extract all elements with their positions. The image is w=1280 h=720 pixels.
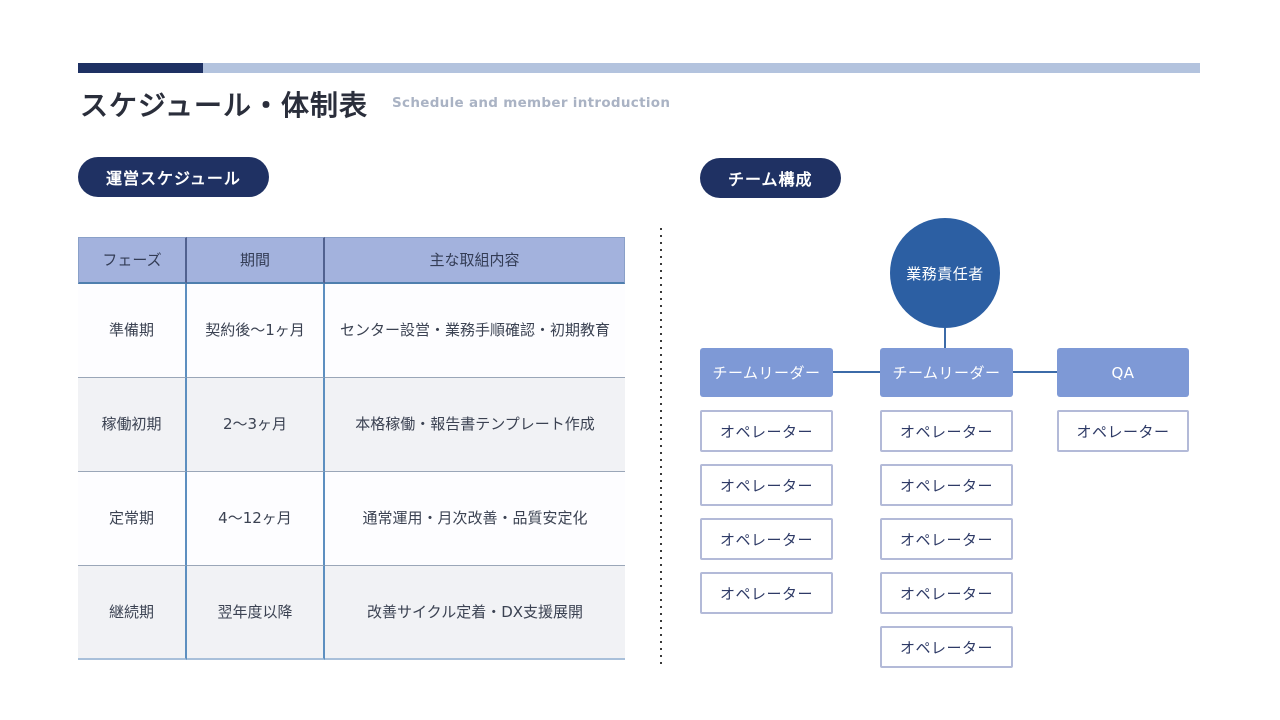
table-header-cell: フェーズ xyxy=(78,237,187,284)
leader-box: QA xyxy=(1057,348,1189,397)
table-cell: センター設営・業務手順確認・初期教育 xyxy=(325,284,625,378)
operator-box: オペレーター xyxy=(700,464,833,506)
top-accent-bar xyxy=(78,63,1200,73)
page-title: スケジュール・体制表 xyxy=(80,89,369,122)
top-accent-bar-dark-segment xyxy=(78,63,203,73)
connector-line-vertical xyxy=(944,328,946,350)
table-cell: 4〜12ヶ月 xyxy=(187,472,325,566)
leader-box: チームリーダー xyxy=(700,348,833,397)
connector-line-right xyxy=(1013,371,1057,373)
table-cell: 稼働初期 xyxy=(78,378,187,472)
table-cell: 継続期 xyxy=(78,566,187,660)
table-cell: 翌年度以降 xyxy=(187,566,325,660)
operator-box: オペレーター xyxy=(700,518,833,560)
operator-box: オペレーター xyxy=(700,410,833,452)
org-root-circle: 業務責任者 xyxy=(890,218,1000,328)
table-cell: 定常期 xyxy=(78,472,187,566)
schedule-table: フェーズ期間主な取組内容準備期契約後〜1ヶ月センター設営・業務手順確認・初期教育… xyxy=(78,237,625,660)
connector-line-left xyxy=(833,371,880,373)
table-cell: 本格稼働・報告書テンプレート作成 xyxy=(325,378,625,472)
leader-box: チームリーダー xyxy=(880,348,1013,397)
table-header-cell: 主な取組内容 xyxy=(325,237,625,284)
operator-box: オペレーター xyxy=(700,572,833,614)
section-divider-dotted-line xyxy=(660,228,662,668)
table-cell: 通常運用・月次改善・品質安定化 xyxy=(325,472,625,566)
table-cell: 改善サイクル定着・DX支援展開 xyxy=(325,566,625,660)
page-subtitle: Schedule and member introduction xyxy=(392,95,671,111)
operator-box: オペレーター xyxy=(1057,410,1189,452)
operator-box: オペレーター xyxy=(880,410,1013,452)
top-accent-bar-light-segment xyxy=(203,63,1200,73)
table-cell: 準備期 xyxy=(78,284,187,378)
team-section-badge: チーム構成 xyxy=(700,158,841,198)
operator-box: オペレーター xyxy=(880,464,1013,506)
table-header-cell: 期間 xyxy=(187,237,325,284)
table-cell: 契約後〜1ヶ月 xyxy=(187,284,325,378)
operator-box: オペレーター xyxy=(880,572,1013,614)
table-cell: 2〜3ヶ月 xyxy=(187,378,325,472)
operator-box: オペレーター xyxy=(880,518,1013,560)
operator-box: オペレーター xyxy=(880,626,1013,668)
schedule-section-badge: 運営スケジュール xyxy=(78,157,269,197)
